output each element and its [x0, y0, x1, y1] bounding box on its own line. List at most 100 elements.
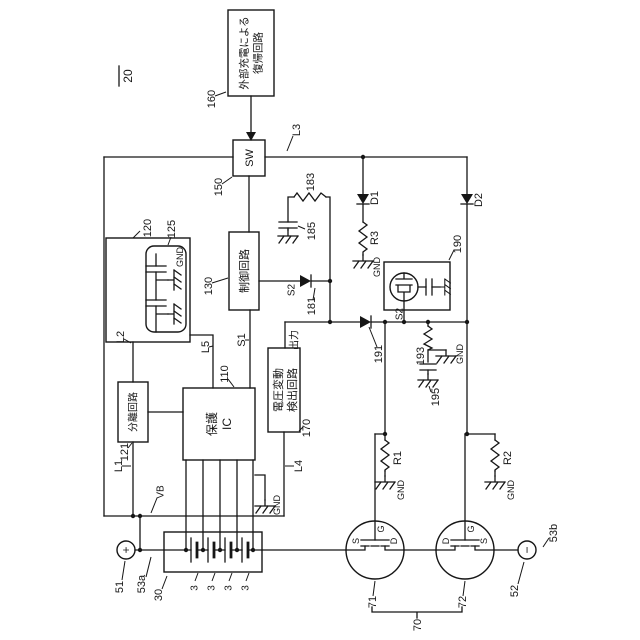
fet72-source-label: S — [479, 538, 489, 544]
cell-ref-1: 3 — [190, 585, 201, 591]
leader-l2 — [123, 338, 132, 344]
module125-capacitors — [145, 265, 167, 307]
terminal51-circle — [116, 540, 136, 560]
gnd-symbol-190 — [439, 278, 451, 296]
net-label-l1: L1 — [113, 460, 125, 472]
ref-label-130: 130 — [203, 277, 215, 295]
capacitor-inner-box — [145, 245, 187, 333]
ref-label-r1: R1 — [392, 451, 404, 465]
d191-diode — [360, 316, 371, 328]
ref-label-160: 160 — [206, 90, 218, 108]
junction-dot — [130, 513, 136, 519]
detector-box-label-line2: 検出回路 — [285, 368, 299, 412]
detector-box — [267, 347, 301, 433]
ref-label-d1: D1 — [369, 191, 381, 205]
leader-121 — [127, 442, 133, 449]
gnd-label-ic: GND — [272, 495, 282, 516]
c185-capacitor — [278, 221, 298, 229]
leader-190 — [448, 249, 455, 261]
ref-label-170: 170 — [301, 419, 313, 437]
sw-box — [232, 139, 266, 177]
blocks — [105, 9, 537, 580]
d2-diode — [461, 194, 473, 204]
gnd-symbol-r1 — [374, 475, 396, 490]
junction-dot — [464, 431, 470, 437]
junction-dot — [200, 547, 206, 553]
gnd-symbol-193 — [435, 349, 457, 364]
control-box — [228, 231, 260, 311]
ref-label-110: 110 — [219, 365, 231, 383]
leader-cell4 — [245, 572, 250, 582]
leader-150 — [221, 176, 233, 185]
capacitor-module-box — [105, 237, 191, 343]
battery-box — [163, 531, 263, 573]
junction-dot — [234, 547, 240, 553]
ref-label-121: 121 — [119, 443, 131, 461]
terminal52-circle — [517, 540, 537, 560]
recovery-box — [227, 9, 275, 97]
ref-label-51: 51 — [114, 581, 126, 593]
r183-resistor — [293, 191, 327, 203]
junction-dot — [401, 319, 407, 325]
labels: 20 外部充電による 復帰回路 160 SW 150 L3 制御回路 130 1… — [113, 16, 560, 631]
junction-dot — [425, 319, 431, 325]
gnd-label-125: GND — [175, 247, 185, 268]
wire-ic-gnd — [254, 474, 266, 501]
net-label-s1: S1 — [236, 333, 248, 346]
load-fet-internal — [395, 272, 441, 323]
ref-label-190: 190 — [452, 235, 464, 253]
junction-dot — [217, 547, 223, 553]
ref-label-125: 125 — [166, 220, 178, 238]
junction-dot — [360, 154, 366, 160]
ref-label-181: 181 — [306, 297, 318, 315]
leader-l5 — [208, 345, 214, 348]
terminal-minus-sign: − — [520, 546, 534, 553]
ref-label-191: 191 — [373, 345, 385, 363]
ref-label-53b: 53b — [548, 524, 560, 542]
leader-185 — [297, 225, 306, 230]
leader-51 — [121, 560, 126, 581]
fet72-leads — [435, 545, 495, 551]
battery-short-plates — [195, 541, 250, 559]
fet71-leads — [345, 545, 405, 551]
leader-170 — [298, 426, 304, 432]
leader-160 — [214, 91, 227, 97]
r2-resistor — [489, 439, 501, 472]
leader-cell1 — [194, 572, 199, 582]
figure-number: 20 — [121, 69, 135, 83]
fet-group-bracket — [371, 606, 463, 619]
leader-71 — [372, 580, 376, 597]
gnd-symbol-185 — [277, 229, 299, 244]
net-label-vb: VB — [156, 485, 167, 499]
ref-label-r3: R3 — [369, 231, 381, 245]
components — [145, 132, 506, 619]
protection-ic-label-line1: 保護 — [204, 412, 219, 436]
cell-ref-2: 3 — [207, 585, 218, 591]
gnd-symbol-195 — [417, 373, 439, 388]
fet71-source-label: S — [351, 538, 361, 544]
junction-dot — [183, 547, 189, 553]
ref-label-30: 30 — [153, 589, 165, 601]
module125-wiring — [155, 253, 169, 333]
junction-dots — [130, 154, 470, 553]
c195-capacitor — [419, 363, 437, 371]
cell-ref-3: 3 — [224, 585, 235, 591]
r193-resistor — [422, 325, 434, 351]
net-label-s2-left: S2 — [287, 283, 298, 296]
gnd-symbol-125a — [167, 269, 182, 291]
wire-cell-sense-lines — [185, 459, 254, 551]
separation-box — [117, 381, 149, 443]
ref-label-52: 52 — [509, 585, 521, 597]
ref-label-d2: D2 — [473, 193, 485, 207]
recovery-box-label-line1: 外部充電による — [238, 16, 251, 89]
net-label-output: 出力 — [288, 330, 301, 350]
leader-52 — [517, 561, 525, 585]
leader-72 — [462, 580, 466, 597]
wire-vert-183 — [325, 196, 331, 323]
junction-dot — [382, 319, 388, 325]
protection-ic-label-line2: IC — [220, 418, 234, 430]
junction-dot — [137, 513, 143, 519]
net-label-l2: L2 — [115, 331, 127, 343]
gnd-label-193: GND — [455, 344, 465, 365]
